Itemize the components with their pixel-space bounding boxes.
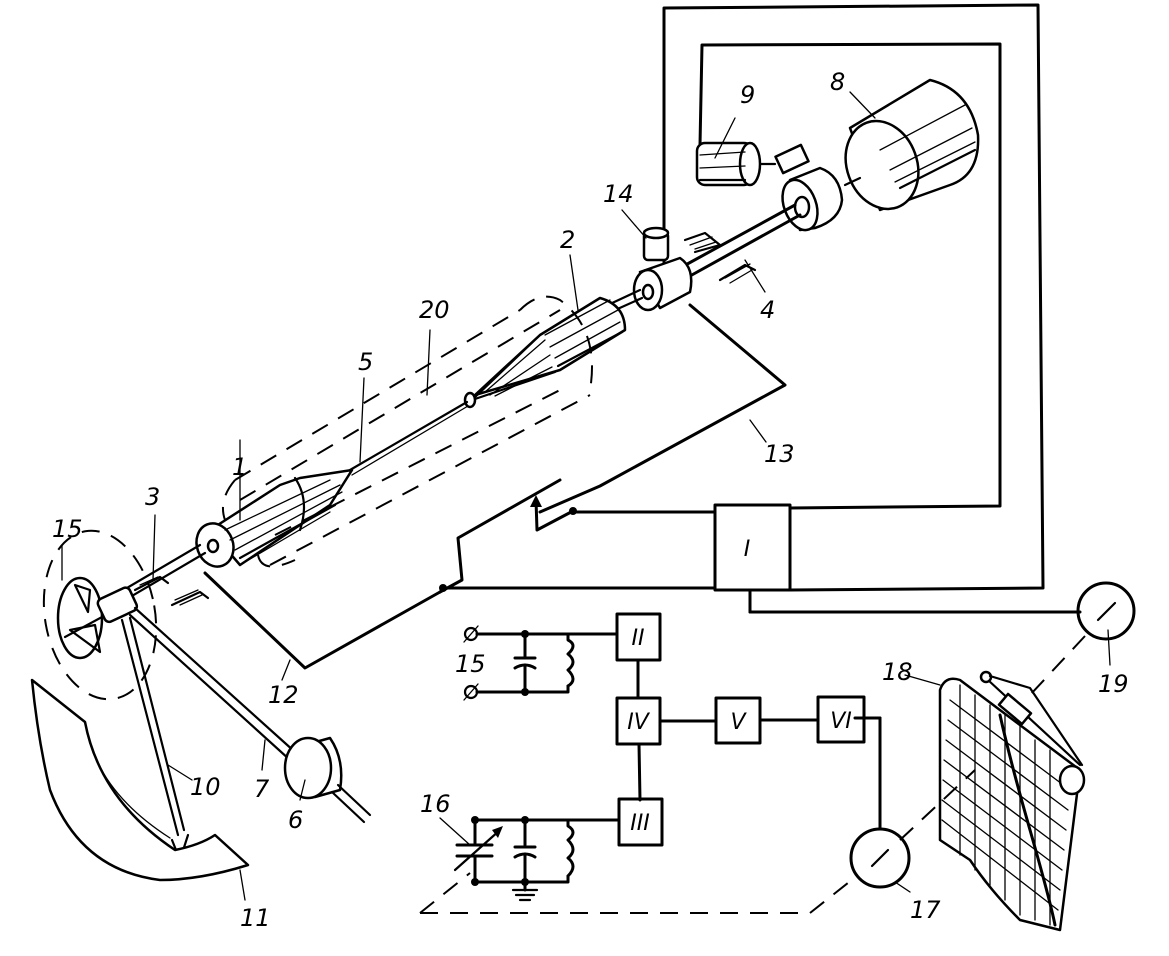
wire-12	[203, 571, 442, 681]
label-4: 4	[760, 296, 775, 324]
label-3: 3	[145, 483, 160, 511]
label-8: 8	[830, 68, 845, 96]
label-11: 11	[240, 904, 271, 932]
labels: 1 2 3 4 5 6 7 8 9 10 11 12 13 14 15 16 1…	[52, 68, 1129, 932]
label-terminals-15: 15	[455, 650, 486, 678]
block-label-II: II	[632, 626, 645, 651]
enclosure-20	[222, 295, 593, 568]
roller-2	[463, 254, 627, 409]
switch-contact	[438, 478, 717, 594]
label-6: 6	[288, 806, 303, 834]
outer-wiring-loop	[662, 3, 1045, 592]
label-2: 2	[560, 226, 575, 254]
indicator-19	[1029, 581, 1136, 696]
label-15: 15	[52, 515, 83, 543]
block-label-V: V	[730, 710, 747, 735]
label-9: 9	[740, 81, 755, 109]
weight-6	[283, 736, 372, 824]
label-18: 18	[882, 658, 913, 686]
sensor-14	[621, 209, 693, 312]
block-circuit	[419, 612, 882, 914]
label-10: 10	[190, 773, 221, 801]
motor-9	[695, 117, 777, 187]
label-5: 5	[358, 348, 373, 376]
label-16: 16	[420, 790, 451, 818]
block-label-VI: VI	[830, 709, 852, 734]
wire-13	[538, 303, 787, 514]
label-1: 1	[232, 453, 247, 481]
label-19: 19	[1098, 670, 1129, 698]
motor-8	[844, 78, 980, 212]
label-14: 14	[603, 180, 634, 208]
rod-7	[128, 606, 297, 771]
label-13: 13	[764, 440, 795, 468]
chart-recorder-18	[904, 670, 1086, 932]
block-I	[713, 503, 1082, 614]
block-label-III: III	[630, 811, 649, 836]
label-17: 17	[910, 896, 941, 924]
label-12: 12	[268, 681, 299, 709]
label-7: 7	[254, 775, 270, 803]
block-label-IV: IV	[627, 710, 650, 735]
block-label-I: I	[744, 537, 751, 562]
bearing-4	[683, 231, 766, 293]
fan-15	[42, 529, 158, 701]
roller-1	[195, 439, 354, 568]
bearing-3	[133, 514, 210, 607]
filament-5	[348, 377, 469, 476]
scale-11	[30, 678, 250, 901]
main-shaft-upper	[678, 203, 802, 278]
label-20: 20	[419, 296, 450, 324]
